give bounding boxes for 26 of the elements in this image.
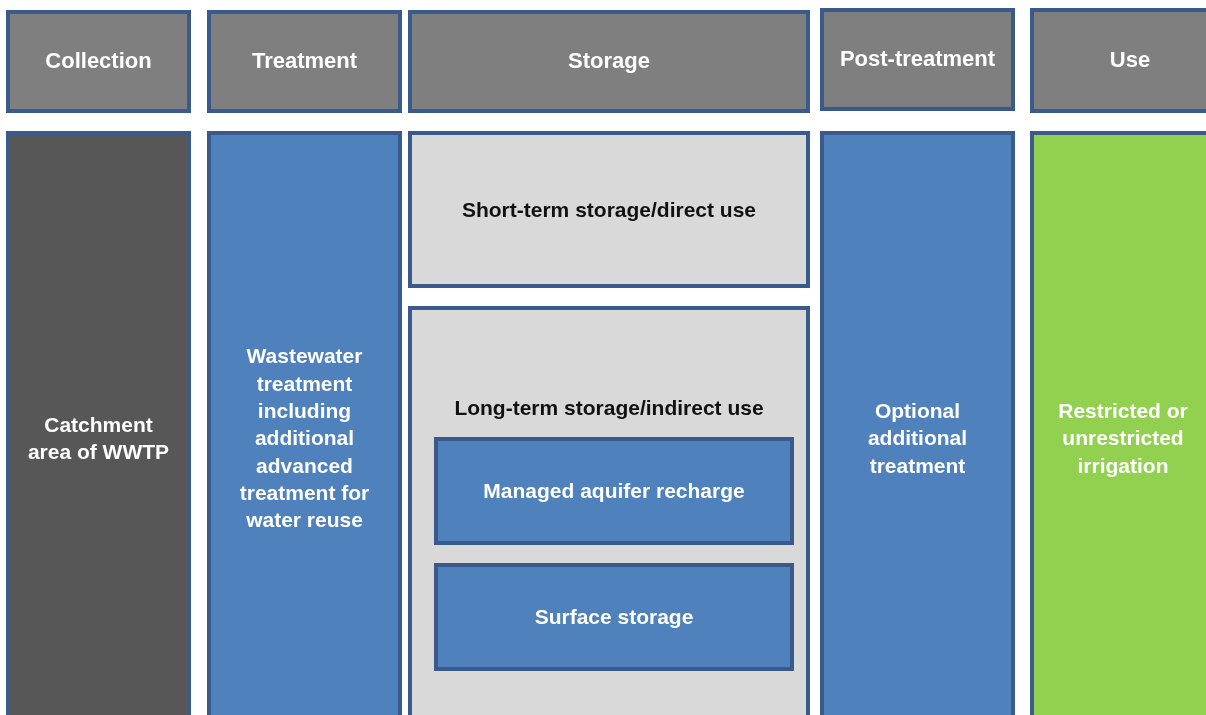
storage-box: [408, 306, 810, 715]
stage-column: [6, 131, 191, 715]
column-header: [207, 10, 402, 113]
stage-label: Surface storage: [534, 604, 694, 631]
stage-label: Storage: [568, 47, 650, 76]
column-header: [820, 8, 1015, 111]
stage-label: Restricted or unrestricted irrigation: [1057, 398, 1189, 479]
stage-label: Use: [1109, 46, 1151, 75]
column-header: [1030, 8, 1206, 113]
column-header: [408, 10, 810, 113]
storage-option-box: [434, 437, 794, 545]
column-header: [6, 10, 191, 113]
storage-option-box: [434, 563, 794, 671]
storage-box: [408, 131, 810, 288]
stage-column: [207, 131, 402, 715]
stage-column: [1030, 131, 1206, 715]
stage-label: Optional additional treatment: [866, 398, 969, 479]
stage-label: Collection: [45, 47, 152, 76]
stage-label: Short-term storage/direct use: [461, 196, 757, 223]
stage-label: Treatment: [251, 47, 358, 76]
stage-label: Post-treatment: [839, 45, 996, 74]
stage-column: [820, 131, 1015, 715]
stage-label: Catchment area of WWTP: [26, 411, 171, 465]
stage-label: Wastewater treatment including additional advanced treatment for water reuse: [238, 343, 371, 534]
stage-label: Managed aquifer recharge: [483, 478, 745, 505]
stage-label: Long-term storage/indirect use: [453, 395, 765, 421]
